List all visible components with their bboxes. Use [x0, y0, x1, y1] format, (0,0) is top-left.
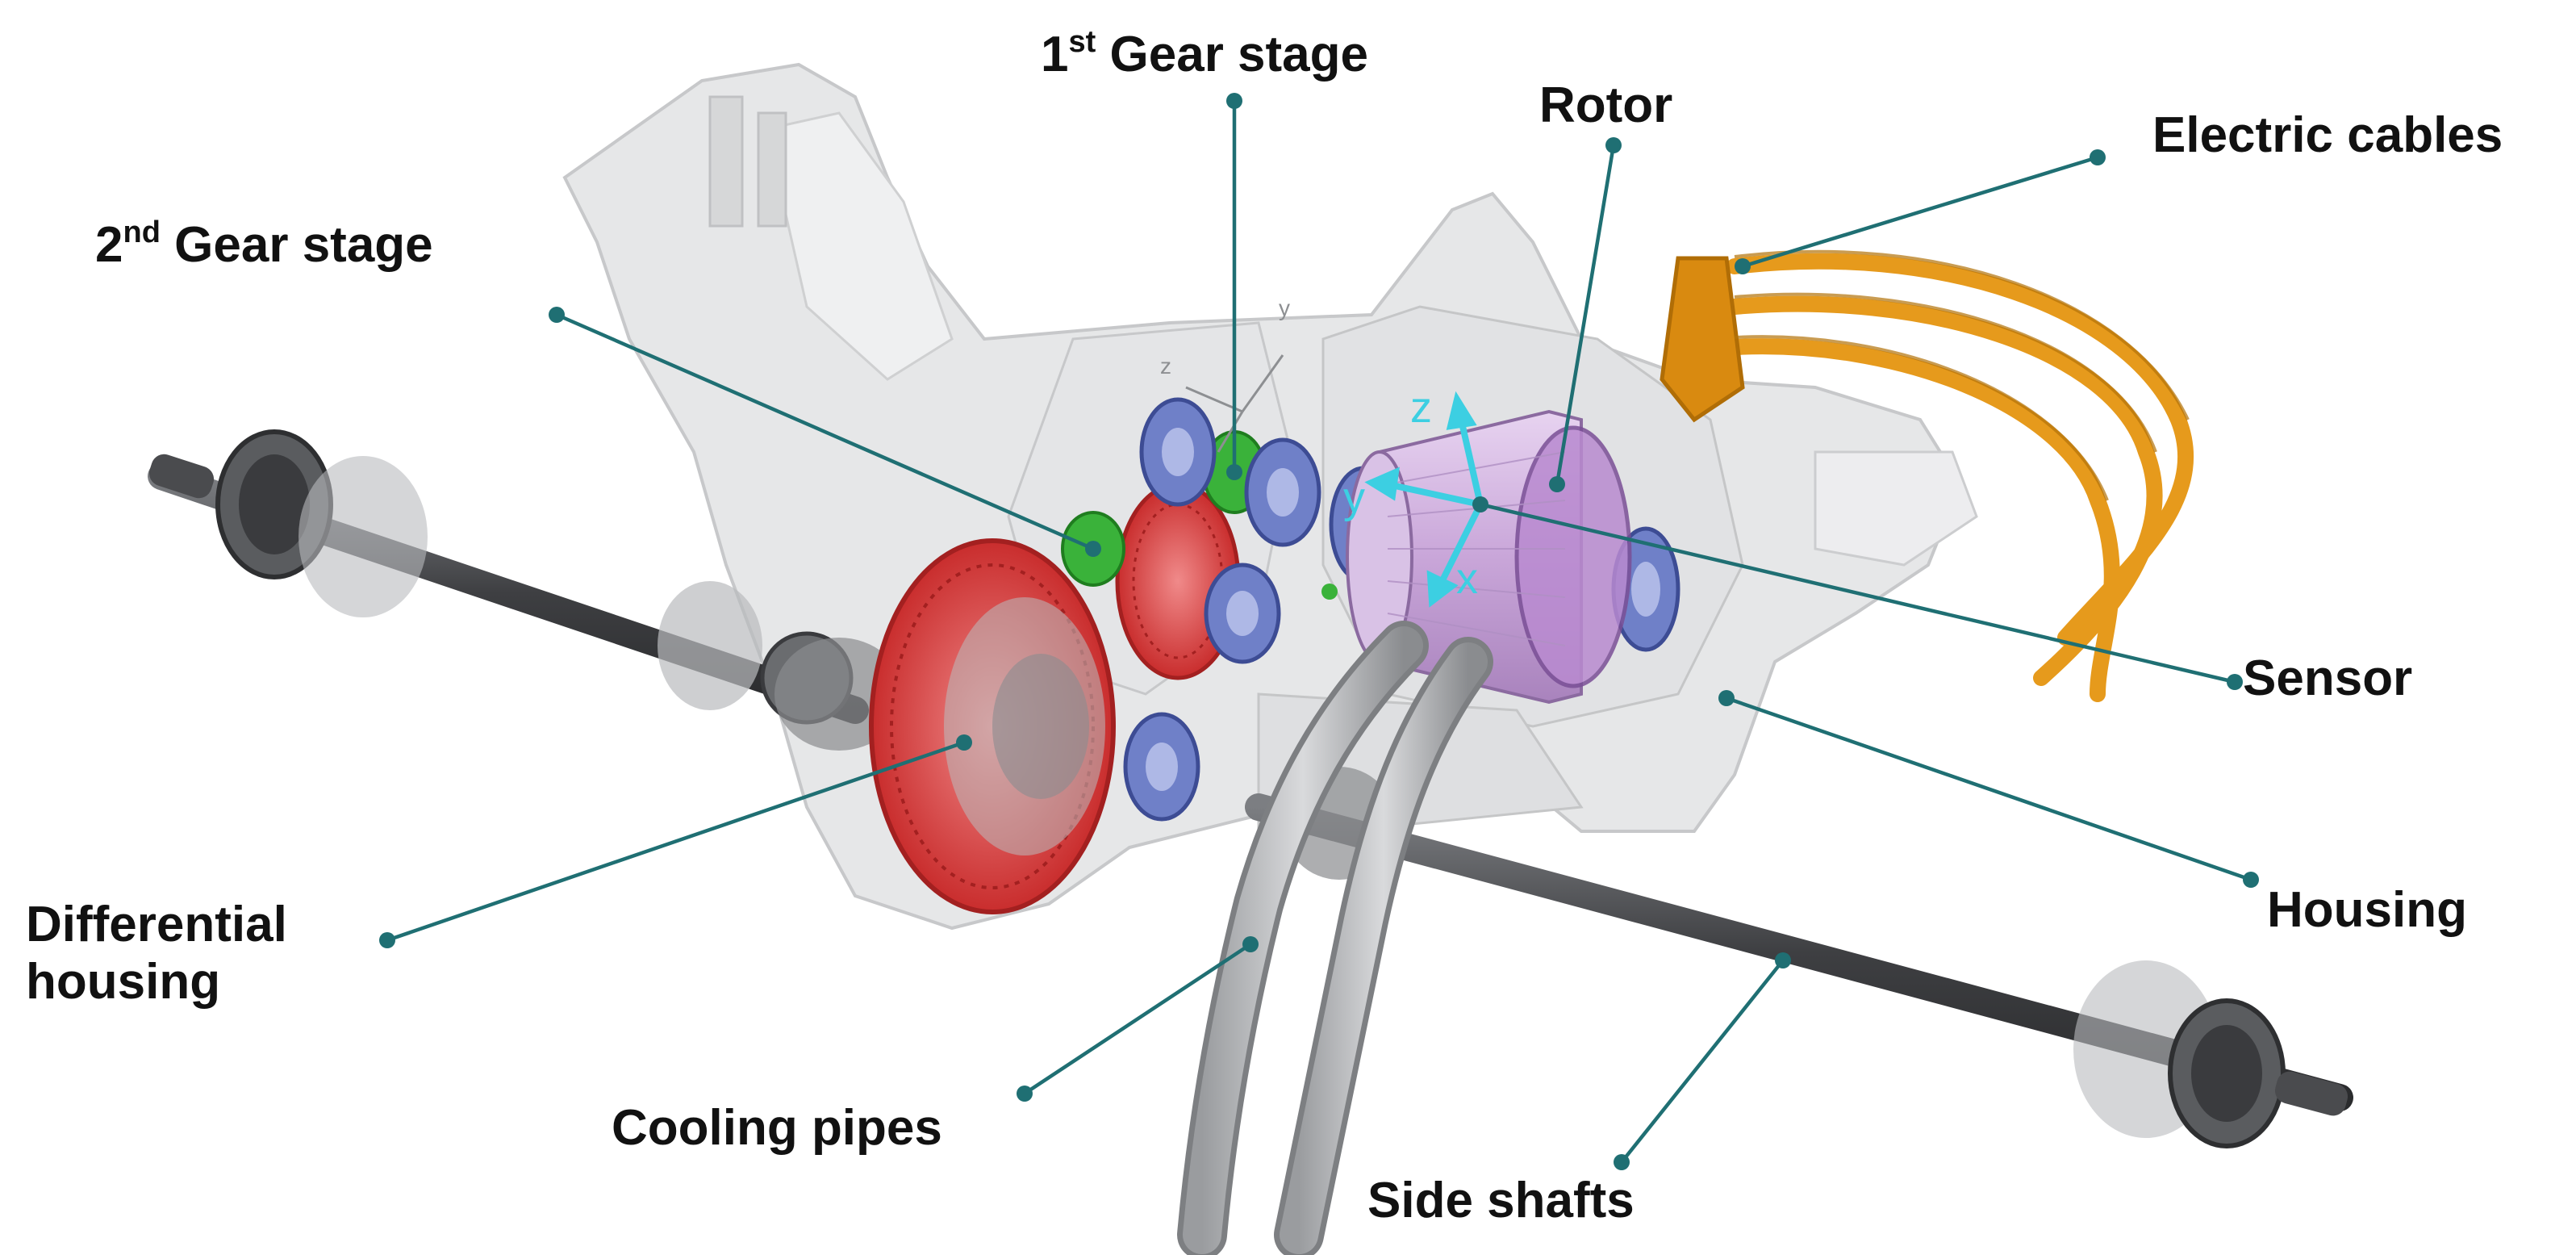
leader-second-gear	[556, 312, 1094, 551]
axis-label-y: y	[1343, 474, 1365, 522]
label-differential-housing: Differential housing	[26, 896, 287, 1011]
circle-marker-icon	[1718, 690, 1735, 706]
circle-marker-icon	[1472, 496, 1488, 512]
circle-marker-icon	[2243, 872, 2259, 888]
circle-marker-icon	[1735, 258, 1751, 274]
label-cooling-pipes: Cooling pipes	[612, 1100, 942, 1156]
label-differential-line2: housing	[26, 954, 221, 1010]
circle-marker-icon	[1614, 1154, 1630, 1170]
circle-marker-icon	[2090, 149, 2106, 165]
leader-side-shafts	[1620, 959, 1785, 1164]
leader-sensor	[1480, 502, 2236, 684]
electric-cables	[1660, 253, 2194, 702]
label-side-shafts: Side shafts	[1367, 1173, 1635, 1228]
leader-rotor	[1555, 144, 1616, 485]
circle-marker-icon	[1549, 476, 1565, 492]
circle-marker-icon	[379, 932, 395, 948]
circle-marker-icon	[1085, 541, 1101, 557]
label-rotor: Rotor	[1539, 77, 1673, 133]
leader-lines	[386, 101, 2252, 1164]
circle-marker-icon	[1226, 464, 1242, 480]
circle-marker-icon	[1226, 93, 1242, 109]
label-first-gear-stage: 1st Gear stage	[1041, 25, 1369, 82]
differential-gear	[869, 538, 1116, 914]
circle-marker-icon	[549, 307, 565, 323]
circle-marker-icon	[2227, 674, 2243, 690]
circle-marker-icon	[1017, 1086, 1033, 1102]
axis-label-x: x	[1456, 554, 1478, 603]
cooling-pipes	[1177, 621, 1493, 1255]
label-housing: Housing	[2267, 882, 2467, 938]
label-differential-line1: Differential	[26, 897, 287, 952]
xyz-axes-icon	[1364, 391, 1484, 608]
label-sensor: Sensor	[2243, 651, 2413, 706]
leader-differential	[386, 740, 965, 943]
small-axis-label-y: y	[1279, 295, 1290, 320]
leader-electric-cables	[1742, 155, 2098, 269]
circle-marker-icon	[1775, 952, 1791, 968]
axis-label-z: z	[1410, 383, 1432, 432]
cable-outlines	[1734, 249, 2190, 501]
leader-dots	[379, 93, 2259, 1170]
label-second-gear-stage: 2nd Gear stage	[95, 215, 433, 273]
small-axis-label-z: z	[1160, 353, 1171, 379]
circle-marker-icon	[1242, 936, 1259, 952]
circle-marker-icon	[956, 734, 972, 751]
circle-marker-icon	[1605, 137, 1622, 153]
leader-cooling-pipes	[1023, 943, 1252, 1095]
label-electric-cables: Electric cables	[2152, 107, 2503, 163]
leader-housing	[1726, 696, 2252, 882]
